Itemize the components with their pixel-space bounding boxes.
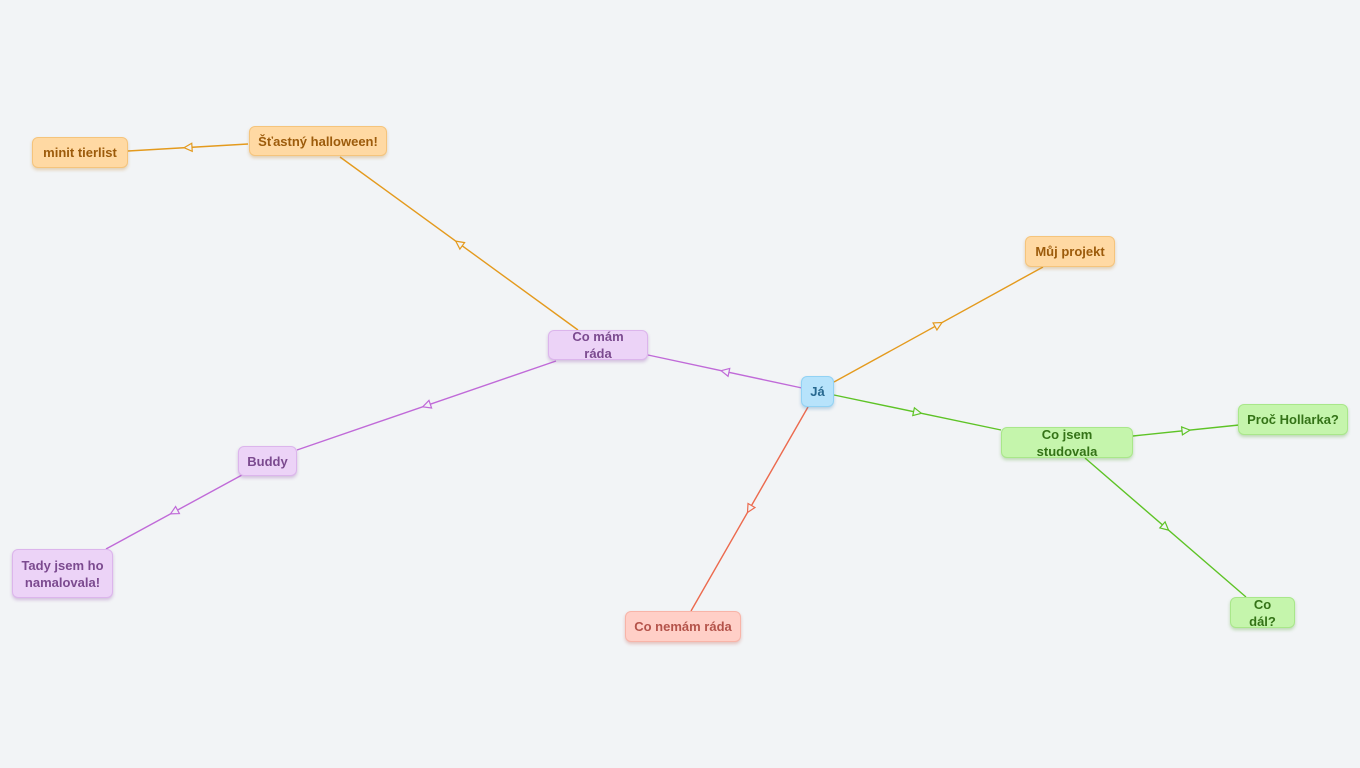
edge-arrow-icon	[182, 142, 193, 153]
edge-arrow-icon	[911, 406, 923, 417]
node-co-jsem-studovala[interactable]: Co jsem studovala	[1001, 427, 1133, 459]
node-co-nemam-rada[interactable]: Co nemám ráda	[625, 611, 741, 642]
node-minit-tierlist[interactable]: minit tierlist	[32, 137, 128, 168]
edge-arrow-icon	[1180, 426, 1192, 436]
edge-arrow-icon	[719, 367, 731, 378]
node-buddy[interactable]: Buddy	[238, 446, 297, 476]
node-proc-hollarka[interactable]: Proč Hollarka?	[1238, 404, 1348, 435]
edge-arrow-icon	[454, 240, 466, 251]
node-stastny-halloween[interactable]: Šťastný halloween!	[249, 126, 387, 156]
edge-arrow-icon	[746, 502, 757, 514]
node-tady-jsem-ho-namalovala[interactable]: Tady jsem ho namalovala!	[12, 549, 113, 598]
edge-arrow-icon	[169, 505, 181, 515]
edge-arrow-icon	[421, 399, 433, 409]
node-ja[interactable]: Já	[801, 376, 834, 407]
node-co-mam-rada[interactable]: Co mám ráda	[548, 329, 648, 361]
node-co-dal[interactable]: Co dál?	[1230, 597, 1295, 629]
edge-arrow-icon	[932, 321, 944, 332]
node-muj-projekt[interactable]: Můj projekt	[1025, 236, 1115, 267]
edge-arrow-icon	[1158, 520, 1170, 531]
